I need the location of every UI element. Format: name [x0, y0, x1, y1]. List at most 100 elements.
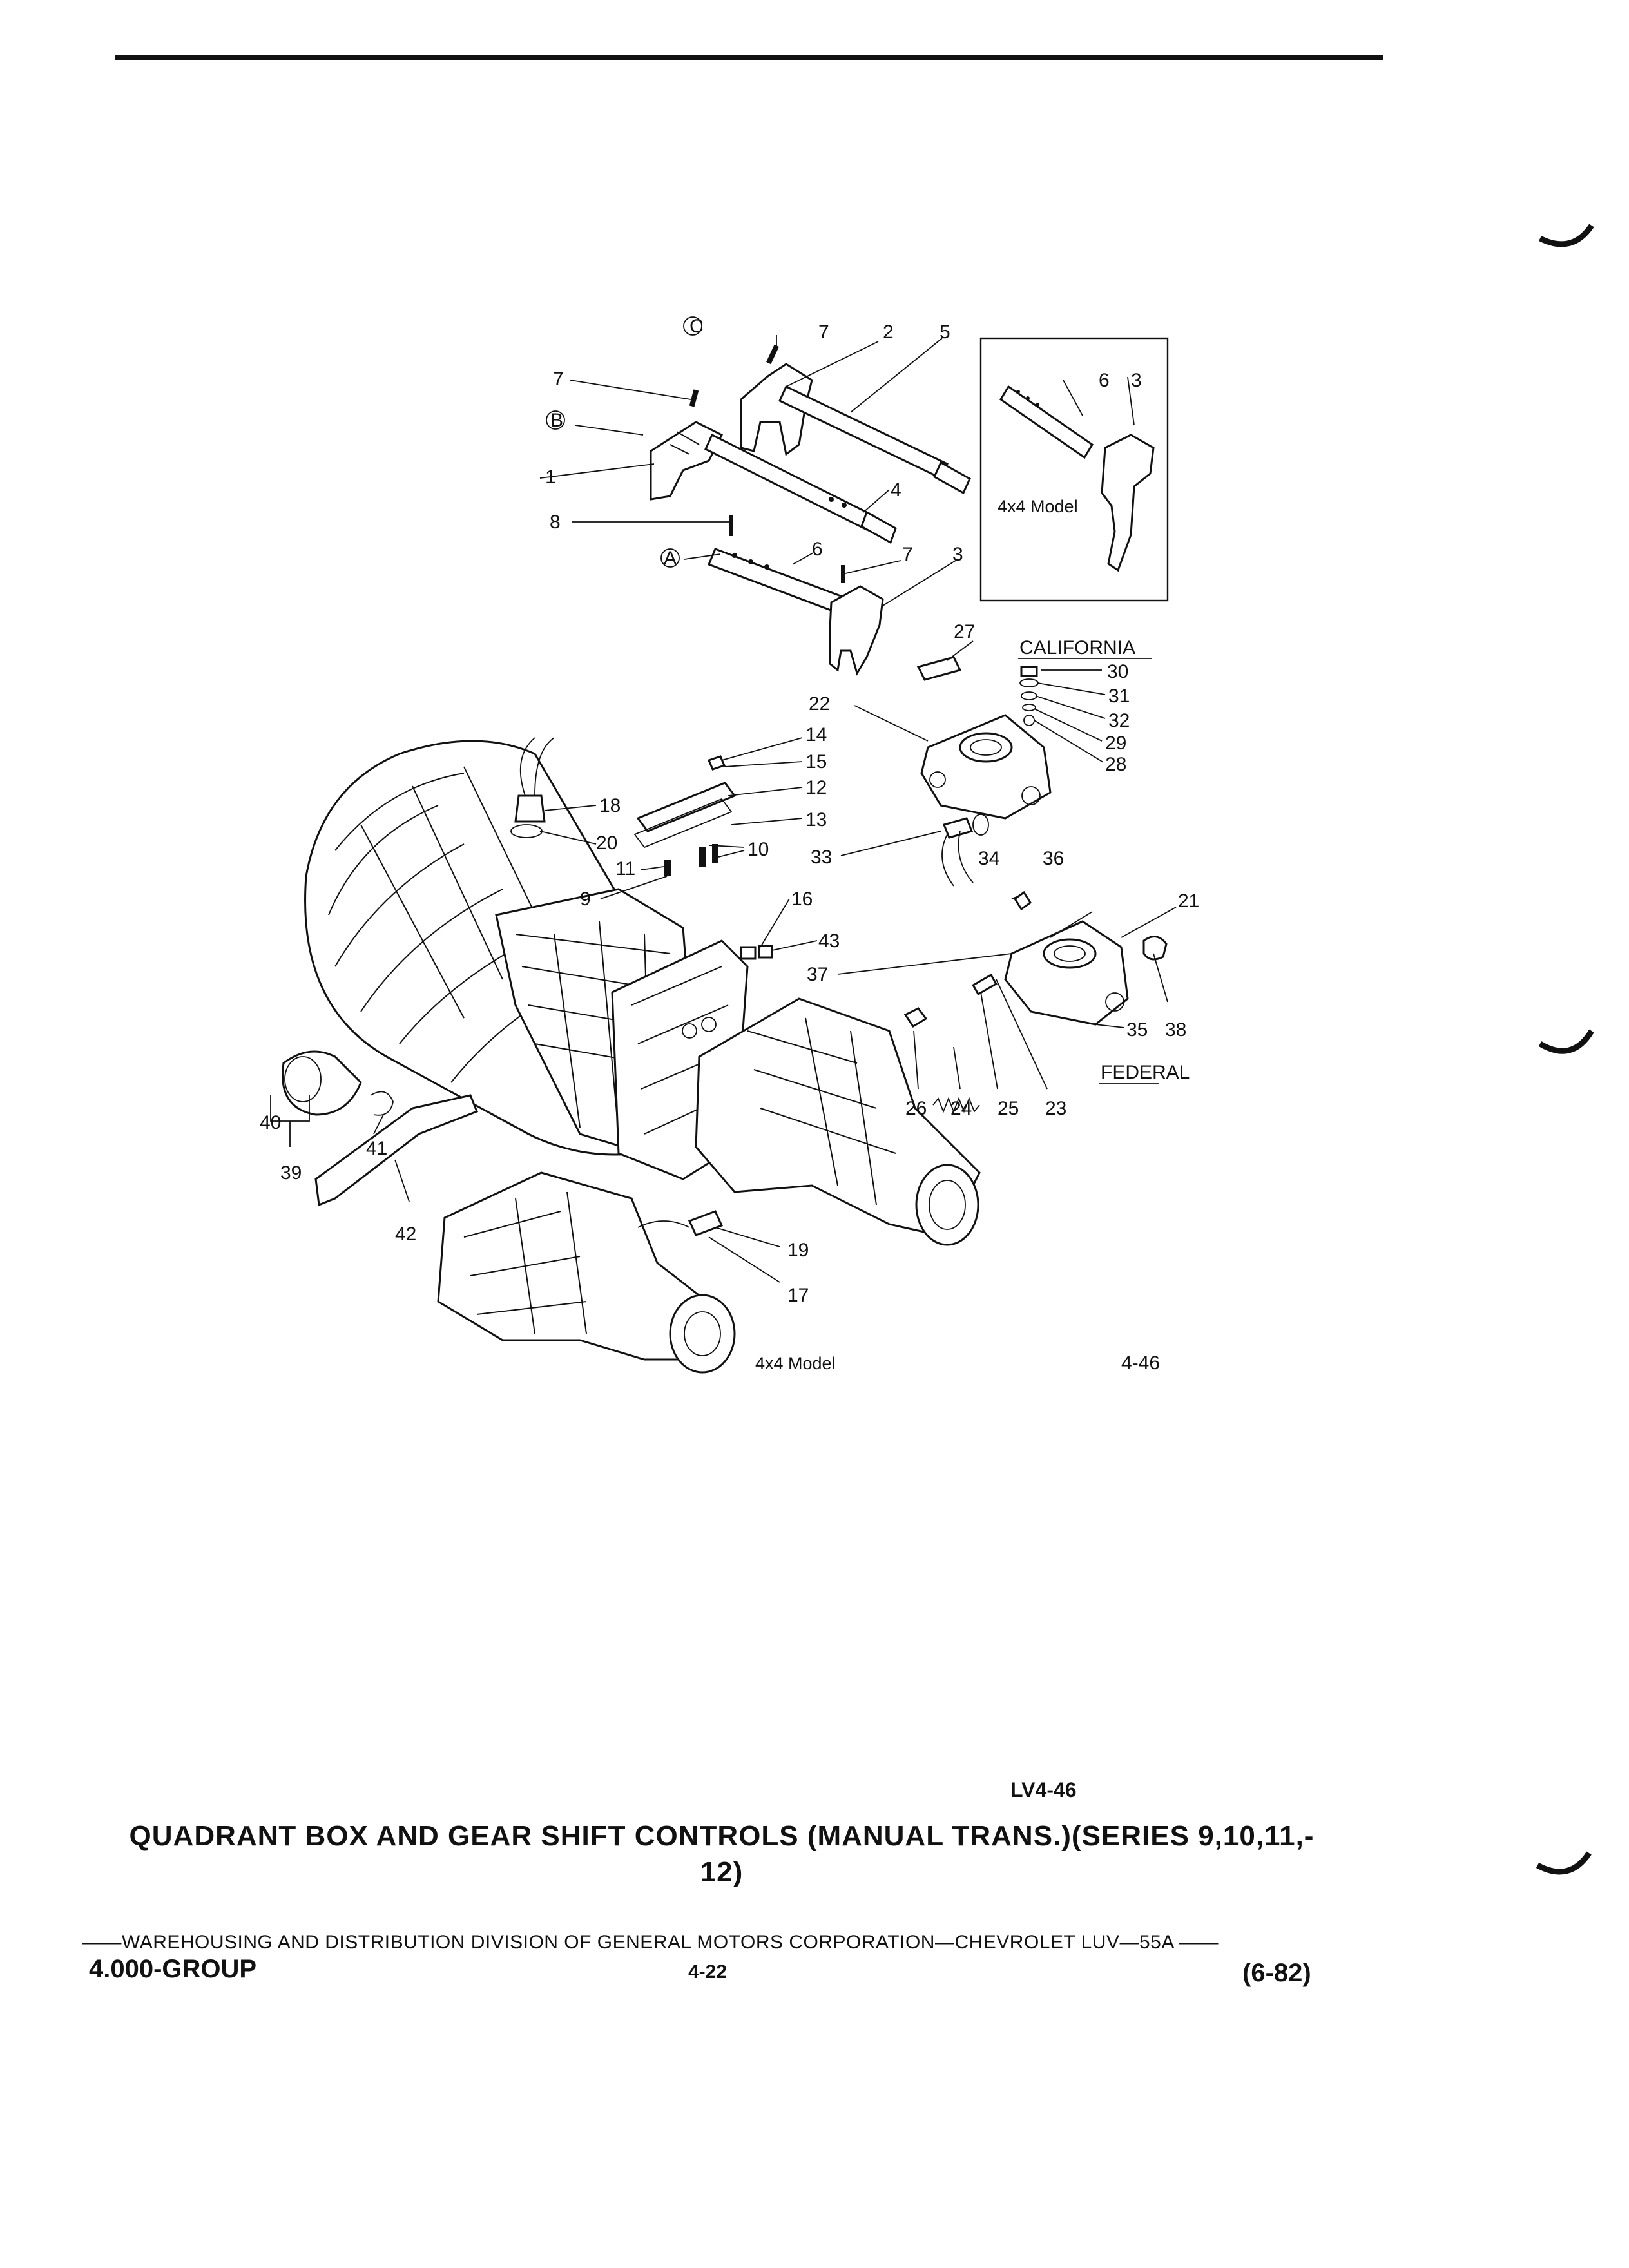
federal-label: FEDERAL — [1101, 1062, 1190, 1083]
page-title: QUADRANT BOX AND GEAR SHIFT CONTROLS (MA… — [110, 1818, 1334, 1890]
callout-3: 3 — [952, 544, 963, 565]
callout-7: 7 — [818, 322, 829, 343]
margin-mark — [1538, 1029, 1594, 1054]
callout-7: 7 — [902, 544, 913, 565]
callout-5: 5 — [940, 322, 950, 343]
callout-30: 30 — [1107, 661, 1128, 682]
callout-38: 38 — [1165, 1019, 1186, 1041]
transmission-case — [304, 740, 981, 1246]
shift-rail-5 — [778, 385, 949, 480]
pin-7-c — [841, 565, 845, 583]
callout-14: 14 — [805, 724, 827, 745]
spring-29 — [1022, 704, 1036, 711]
callout-39: 39 — [280, 1162, 302, 1184]
switch-33 — [942, 817, 974, 839]
california-label: CALIFORNIA — [1019, 637, 1135, 658]
page-number: 4-22 — [688, 1961, 728, 1983]
callout-3: 3 — [1131, 370, 1142, 391]
plug-43 — [740, 946, 757, 960]
spring-10-a — [699, 847, 706, 867]
callout-21: 21 — [1178, 890, 1199, 912]
shift-fork-1 — [650, 421, 724, 501]
callout-10: 10 — [747, 839, 769, 860]
letter-b: B — [550, 410, 563, 431]
plunger-25 — [972, 974, 998, 995]
release-bearing-40 — [282, 1050, 362, 1116]
letter-c: C — [689, 316, 704, 337]
callout-33: 33 — [811, 847, 832, 868]
callout-6: 6 — [812, 539, 823, 560]
spring-11 — [664, 860, 671, 876]
top-rule — [115, 55, 1383, 60]
pin-8 — [729, 515, 733, 536]
callout-32: 32 — [1108, 710, 1130, 731]
callout-4: 4 — [891, 479, 901, 501]
callout-20: 20 — [596, 832, 617, 854]
callout-12: 12 — [805, 777, 827, 798]
callout-18: 18 — [599, 795, 621, 816]
callout-11: 11 — [615, 858, 635, 879]
figure-number: 4-46 — [1121, 1352, 1160, 1374]
callout-37: 37 — [807, 964, 828, 985]
quadrant-box-california — [920, 714, 1052, 820]
letter-a: A — [664, 548, 677, 569]
callout-1: 1 — [545, 466, 556, 488]
callout-25: 25 — [998, 1098, 1019, 1119]
title-line-1: QUADRANT BOX AND GEAR SHIFT CONTROLS (MA… — [129, 1820, 1315, 1852]
switch-18 — [514, 794, 546, 823]
small-parts — [282, 656, 1168, 1236]
bottom-model-label: 4x4 Model — [755, 1354, 836, 1373]
callout-31: 31 — [1108, 686, 1130, 707]
callout-labels: C B A 7 2 5 7 1 4 8 6 7 3 6 3 4x4 Model … — [260, 316, 1199, 1374]
leader-lines — [270, 335, 1177, 1283]
callout-36: 36 — [1043, 848, 1064, 869]
bracket-27 — [916, 656, 962, 681]
callout-29: 29 — [1105, 733, 1126, 754]
callout-43: 43 — [818, 930, 840, 952]
title-line-2: 12) — [700, 1856, 744, 1888]
callout-22: 22 — [809, 693, 830, 715]
shift-fork-2 — [740, 363, 813, 456]
footer-division-line: ——WAREHOUSING AND DISTRIBUTION DIVISION … — [82, 1932, 1219, 1953]
rear-adapter-4x4 — [437, 1171, 736, 1374]
bolt-26 — [903, 1007, 928, 1028]
callout-35: 35 — [1126, 1019, 1148, 1041]
switch-19 — [688, 1210, 724, 1236]
callout-26: 26 — [905, 1098, 927, 1119]
callout-17: 17 — [787, 1285, 809, 1306]
revision-date: (6-82) — [1242, 1959, 1311, 1987]
group-label: 4.000-GROUP — [89, 1955, 257, 1983]
callout-16: 16 — [791, 889, 813, 910]
callout-2: 2 — [883, 322, 894, 343]
callout-7: 7 — [553, 369, 564, 390]
bolt-30 — [1020, 666, 1038, 677]
spring-24 — [932, 1097, 980, 1113]
output-seal — [915, 1164, 979, 1246]
inset-4x4-model — [979, 337, 1169, 602]
clip-41 — [370, 1091, 394, 1116]
washer-32 — [1021, 691, 1037, 700]
callout-19: 19 — [787, 1240, 809, 1261]
bolt-14 — [707, 755, 726, 771]
shift-rail-6 — [708, 548, 845, 614]
quadrant-box-federal — [1004, 920, 1129, 1026]
callout-23: 23 — [1045, 1098, 1066, 1119]
inset-model-label: 4x4 Model — [998, 497, 1078, 516]
pin-7-b — [689, 389, 699, 407]
callout-27: 27 — [954, 621, 975, 642]
callout-40: 40 — [260, 1112, 281, 1133]
callout-15: 15 — [805, 751, 827, 773]
margin-mark — [1538, 224, 1594, 247]
shift-forks-group — [546, 316, 971, 676]
ball-28 — [1023, 715, 1035, 726]
callout-34: 34 — [978, 848, 999, 869]
callout-8: 8 — [550, 512, 561, 533]
figure-id: LV4-46 — [1010, 1778, 1077, 1802]
washer-34 — [972, 814, 989, 836]
bolt-36 — [1013, 890, 1032, 911]
callout-41: 41 — [366, 1138, 387, 1159]
callout-28: 28 — [1105, 754, 1126, 775]
pin-7-a — [766, 344, 779, 365]
shift-lever-42 — [314, 1094, 478, 1207]
